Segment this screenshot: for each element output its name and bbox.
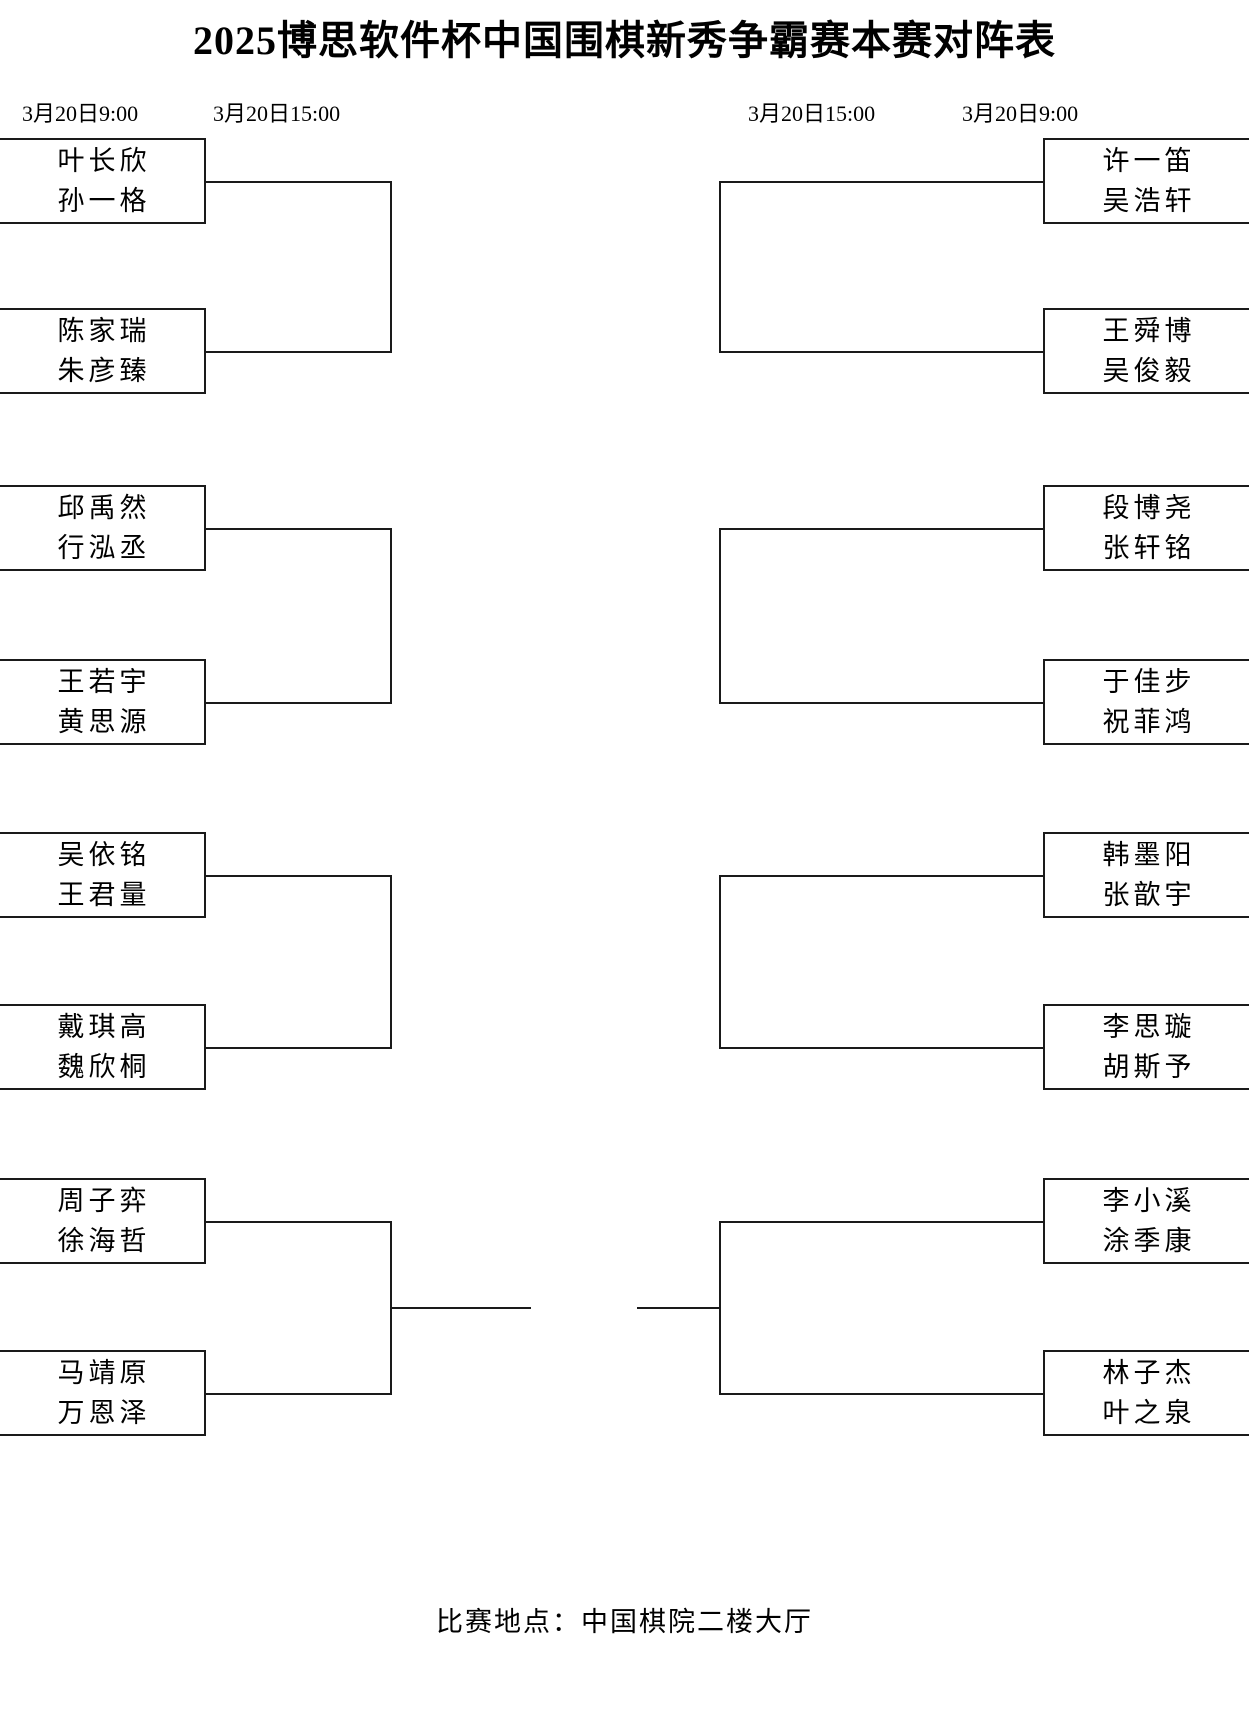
player-name: 段博尧 <box>1102 493 1196 523</box>
player-name: 朱彦臻 <box>57 356 151 386</box>
match-box-right-4[interactable]: 于佳步 祝菲鸿 <box>1043 659 1249 745</box>
connector-right-3-vertical <box>719 875 721 1049</box>
player-name: 韩墨阳 <box>1102 840 1196 870</box>
player-name: 许一笛 <box>1102 146 1196 176</box>
connector-left-4-top <box>206 1221 392 1223</box>
match-box-right-3[interactable]: 段博尧 张轩铭 <box>1043 485 1249 571</box>
player-name: 孙一格 <box>57 186 151 216</box>
connector-right-4-top <box>719 1221 1043 1223</box>
player-name: 张轩铭 <box>1102 533 1196 563</box>
player-name: 行泓丞 <box>57 533 151 563</box>
connector-right-1-vertical <box>719 181 721 353</box>
player-name: 吴依铭 <box>57 840 151 870</box>
round-label-left-2: 3月20日15:00 <box>213 101 341 126</box>
player-name: 马靖原 <box>57 1358 151 1388</box>
match-box-left-7[interactable]: 周子弈 徐海哲 <box>0 1178 206 1264</box>
player-name: 祝菲鸿 <box>1102 707 1196 737</box>
player-name: 陈家瑞 <box>57 316 151 346</box>
match-box-right-6[interactable]: 李思璇 胡斯予 <box>1043 1004 1249 1090</box>
match-box-left-5[interactable]: 吴依铭 王君量 <box>0 832 206 918</box>
player-name: 周子弈 <box>57 1186 151 1216</box>
player-name: 戴琪高 <box>57 1012 151 1042</box>
round-label-left-1: 3月20日9:00 <box>22 101 139 126</box>
match-box-left-8[interactable]: 马靖原 万恩泽 <box>0 1350 206 1436</box>
player-name: 张歆宇 <box>1102 880 1196 910</box>
connector-left-1-top <box>206 181 392 183</box>
round-label-right-1: 3月20日9:00 <box>962 101 1079 126</box>
player-name: 王若宇 <box>57 667 151 697</box>
player-name: 涂季康 <box>1102 1226 1196 1256</box>
player-name: 叶长欣 <box>57 146 151 176</box>
player-name: 黄思源 <box>57 707 151 737</box>
player-name: 李小溪 <box>1102 1186 1196 1216</box>
connector-right-1-bottom <box>719 351 1043 353</box>
player-name: 万恩泽 <box>57 1398 151 1428</box>
connector-left-2-vertical <box>390 528 392 704</box>
connector-right-4-bottom <box>719 1393 1043 1395</box>
connector-right-1-top <box>719 181 1043 183</box>
connector-right-2-vertical <box>719 528 721 704</box>
match-box-left-1[interactable]: 叶长欣 孙一格 <box>0 138 206 224</box>
player-name: 魏欣桐 <box>57 1052 151 1082</box>
player-name: 叶之泉 <box>1102 1398 1196 1428</box>
match-box-right-5[interactable]: 韩墨阳 张歆宇 <box>1043 832 1249 918</box>
page-title: 2025博思软件杯中国围棋新秀争霸赛本赛对阵表 <box>193 18 1056 63</box>
connector-left-3-bottom <box>206 1047 392 1049</box>
match-box-right-1[interactable]: 许一笛 吴浩轩 <box>1043 138 1249 224</box>
player-name: 胡斯予 <box>1102 1052 1196 1082</box>
player-name: 林子杰 <box>1102 1358 1196 1388</box>
connector-left-1-bottom <box>206 351 392 353</box>
connector-left-4-bottom <box>206 1393 392 1395</box>
match-box-right-2[interactable]: 王舜博 吴俊毅 <box>1043 308 1249 394</box>
match-box-right-8[interactable]: 林子杰 叶之泉 <box>1043 1350 1249 1436</box>
player-name: 王舜博 <box>1102 316 1196 346</box>
match-box-left-6[interactable]: 戴琪高 魏欣桐 <box>0 1004 206 1090</box>
connector-right-3-bottom <box>719 1047 1043 1049</box>
player-name: 王君量 <box>57 880 151 910</box>
connector-right-final <box>637 1307 721 1309</box>
match-box-left-4[interactable]: 王若宇 黄思源 <box>0 659 206 745</box>
connector-left-1-vertical <box>390 181 392 353</box>
connector-left-2-bottom <box>206 702 392 704</box>
player-name: 于佳步 <box>1102 667 1196 697</box>
connector-left-3-top <box>206 875 392 877</box>
connector-right-2-bottom <box>719 702 1043 704</box>
player-name: 吴俊毅 <box>1102 356 1196 386</box>
connector-left-final <box>390 1307 531 1309</box>
connector-left-2-top <box>206 528 392 530</box>
player-name: 吴浩轩 <box>1102 186 1196 216</box>
venue-note: 比赛地点：中国棋院二楼大厅 <box>436 1607 813 1637</box>
player-name: 邱禹然 <box>57 493 151 523</box>
connector-right-3-top <box>719 875 1043 877</box>
round-label-right-2: 3月20日15:00 <box>748 101 876 126</box>
connector-right-2-top <box>719 528 1043 530</box>
match-box-left-3[interactable]: 邱禹然 行泓丞 <box>0 485 206 571</box>
match-box-left-2[interactable]: 陈家瑞 朱彦臻 <box>0 308 206 394</box>
player-name: 李思璇 <box>1102 1012 1196 1042</box>
player-name: 徐海哲 <box>57 1226 151 1256</box>
connector-left-3-vertical <box>390 875 392 1049</box>
match-box-right-7[interactable]: 李小溪 涂季康 <box>1043 1178 1249 1264</box>
